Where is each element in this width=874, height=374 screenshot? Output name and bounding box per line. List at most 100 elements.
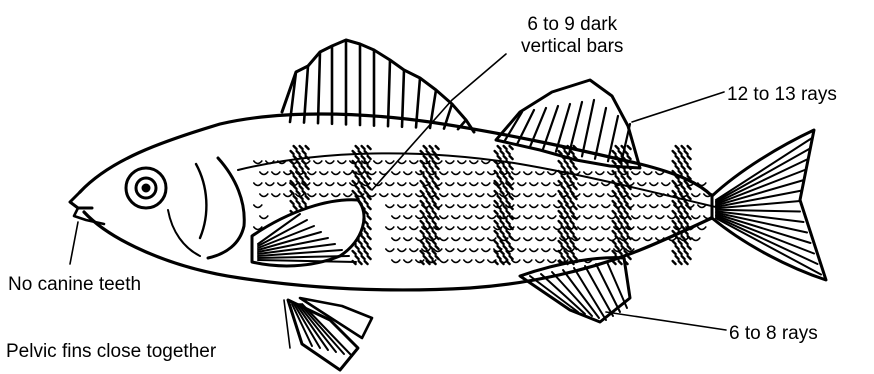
bar-mark — [359, 261, 362, 264]
bar-mark — [510, 146, 513, 149]
scale — [584, 172, 592, 175]
bar-mark — [424, 156, 427, 159]
bar-mark — [685, 161, 688, 164]
bar-mark — [673, 211, 676, 214]
scale — [398, 205, 406, 208]
bar-mark — [565, 181, 568, 184]
bar-mark — [356, 186, 359, 189]
scale — [404, 238, 412, 241]
scale — [272, 172, 280, 175]
bar-mark — [616, 246, 619, 249]
bar-mark — [565, 201, 568, 204]
bar-mark — [673, 191, 676, 194]
bar-mark — [628, 206, 631, 209]
bar-mark — [565, 241, 568, 244]
scale — [284, 194, 292, 197]
bar-mark — [574, 236, 577, 239]
bar-mark — [613, 211, 616, 214]
bar-mark — [625, 201, 628, 204]
scale — [452, 172, 460, 175]
bar-mark — [498, 186, 501, 189]
bar-mark — [568, 186, 571, 189]
bar-mark — [571, 181, 574, 184]
bar-mark — [673, 231, 676, 234]
scale — [308, 194, 316, 197]
scale — [662, 183, 670, 186]
scale — [392, 194, 400, 197]
label-bars-line1: 6 to 9 dark — [521, 14, 623, 36]
bar-mark — [685, 171, 688, 174]
scale — [578, 249, 586, 252]
scale — [386, 183, 394, 186]
bar-mark — [433, 251, 436, 254]
bar-mark — [679, 201, 682, 204]
bar-mark — [436, 146, 439, 149]
scale — [446, 205, 454, 208]
bar-mark — [430, 186, 433, 189]
bar-mark — [613, 161, 616, 164]
bar-mark — [613, 191, 616, 194]
soft-dorsal-ray — [569, 102, 582, 154]
scale — [584, 238, 592, 241]
bar-mark — [300, 176, 303, 179]
bar-mark — [501, 191, 504, 194]
bar-mark — [362, 156, 365, 159]
bar-mark — [562, 186, 565, 189]
bar-mark — [436, 176, 439, 179]
bar-mark — [688, 206, 691, 209]
bar-mark — [628, 216, 631, 219]
bar-mark — [619, 211, 622, 214]
bar-mark — [673, 201, 676, 204]
bar-mark — [613, 201, 616, 204]
bar-mark — [507, 221, 510, 224]
scale — [386, 249, 394, 252]
bar-mark — [359, 251, 362, 254]
scale — [596, 194, 604, 197]
bar-mark — [353, 171, 356, 174]
bar-mark — [688, 166, 691, 169]
bar-mark — [571, 201, 574, 204]
bar-mark — [356, 176, 359, 179]
scale — [578, 183, 586, 186]
bar-mark — [353, 181, 356, 184]
bar-mark — [676, 156, 679, 159]
scale — [398, 161, 406, 164]
bar-mark — [356, 146, 359, 149]
scale — [650, 205, 658, 208]
bar-mark — [685, 251, 688, 254]
bar-mark — [433, 201, 436, 204]
bar-mark — [507, 241, 510, 244]
bar-mark — [303, 151, 306, 154]
scale — [386, 205, 394, 208]
bar-mark — [498, 146, 501, 149]
scale — [632, 194, 640, 197]
bar-mark — [679, 191, 682, 194]
bar-mark — [294, 146, 297, 149]
bar-mark — [291, 191, 294, 194]
scale — [458, 161, 466, 164]
bar-mark — [303, 191, 306, 194]
bar-mark — [688, 156, 691, 159]
bar-mark — [430, 206, 433, 209]
bar-mark — [433, 181, 436, 184]
bar-mark — [362, 196, 365, 199]
bar-mark — [559, 161, 562, 164]
scale — [548, 238, 556, 241]
bar-mark — [427, 201, 430, 204]
scale — [518, 227, 526, 230]
scale — [446, 227, 454, 230]
bar-mark — [559, 251, 562, 254]
scale — [260, 194, 268, 197]
scale — [488, 216, 496, 219]
tail-ray — [716, 210, 800, 212]
scale — [638, 227, 646, 230]
bar-mark — [616, 186, 619, 189]
bar-mark — [565, 161, 568, 164]
scale — [548, 260, 556, 263]
scale — [464, 194, 472, 197]
bar-mark — [306, 196, 309, 199]
bar-mark — [682, 166, 685, 169]
scale — [602, 227, 610, 230]
label-no-canine-teeth: No canine teeth — [8, 274, 141, 296]
bar-mark — [625, 151, 628, 154]
